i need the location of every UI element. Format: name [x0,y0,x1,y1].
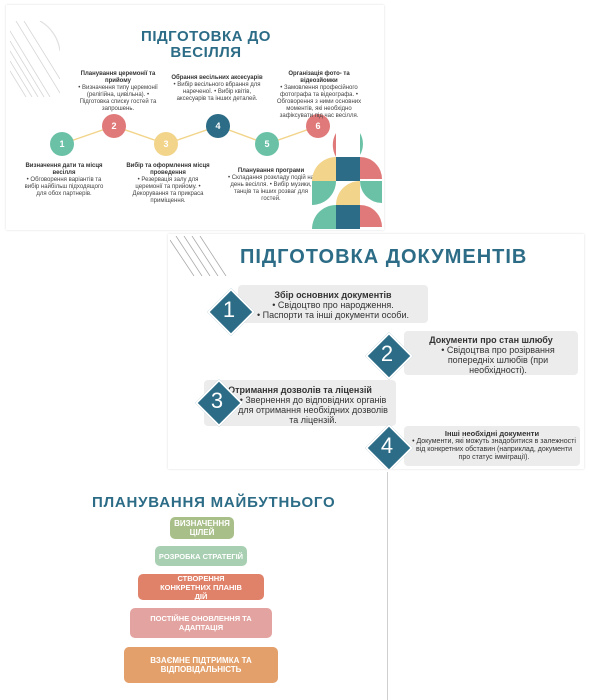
step-circle-6: 6 [306,114,330,138]
pyramid-tier-4: ПОСТІЙНЕ ОНОВЛЕННЯ ТА АДАПТАЦІЯ [130,608,272,638]
document-card-4: Інші необхідні документи • Документи, як… [404,426,580,466]
slide-wedding-preparation: ПІДГОТОВКА ДО ВЕСІЛЛЯ 1 2 3 4 5 6 Планув… [6,5,384,230]
number-3: 3 [210,388,224,413]
document-card-1: Збір основних документів • Свідоцтво про… [238,285,428,323]
page-title: ПІДГОТОВКА ДО ВЕСІЛЛЯ [116,29,296,61]
hatch-decoration [10,21,60,97]
slide-future-planning: ПЛАНУВАННЯ МАЙБУТНЬОГО ВИЗНАЧЕННЯ ЦІЛЕЙ … [6,472,386,700]
step-3-text: Вибір та оформлення місця проведення• Ре… [126,163,210,204]
pyramid-tier-2: РОЗРОБКА СТРАТЕГІЙ [155,546,247,566]
step-circle-5: 5 [255,132,279,156]
step-circle-3: 3 [154,132,178,156]
step-4-text: Обрання весільних аксесуарів• Вибір весі… [171,75,263,102]
pyramid-tier-5: ВЗАЄМНЕ ПІДТРИМКА ТА ВІДПОВІДАЛЬНІСТЬ [124,647,278,683]
step-circle-4: 4 [206,114,230,138]
document-card-2: Документи про стан шлюбу • Свідоцтва про… [404,331,578,375]
number-2: 2 [380,341,394,366]
step-6-text: Організація фото- та відеозйомки• Замовл… [276,71,362,119]
number-1: 1 [222,297,236,322]
step-5-text: Планування програми• Складання розкладу … [227,168,315,202]
step-circle-2: 2 [102,114,126,138]
number-4: 4 [380,433,394,458]
pyramid-tier-3: СТВОРЕННЯ КОНКРЕТНИХ ПЛАНІВ ДІЙ [138,574,264,601]
step-1-text: Визначення дати та місця весілля• Обгово… [24,163,104,197]
document-card-3: Отримання дозволів та ліцензій • Звернен… [204,380,396,426]
title-line-1: ПІДГОТОВКА ДО [141,28,271,45]
step-2-text: Планування церемонії та прийому• Визначе… [78,71,158,112]
slide-documents: ПІДГОТОВКА ДОКУМЕНТІВ Збір основних доку… [168,234,584,469]
pyramid-tier-1: ВИЗНАЧЕННЯ ЦІЛЕЙ [170,517,234,539]
title-line-2: ВЕСІЛЛЯ [170,44,242,61]
step-circle-1: 1 [50,132,74,156]
page-title: ПІДГОТОВКА ДОКУМЕНТІВ [240,246,528,268]
geometric-pattern [312,133,382,229]
hatch-decoration [170,236,227,276]
divider [387,472,388,700]
page-title: ПЛАНУВАННЯ МАЙБУТНЬОГО [92,494,336,511]
